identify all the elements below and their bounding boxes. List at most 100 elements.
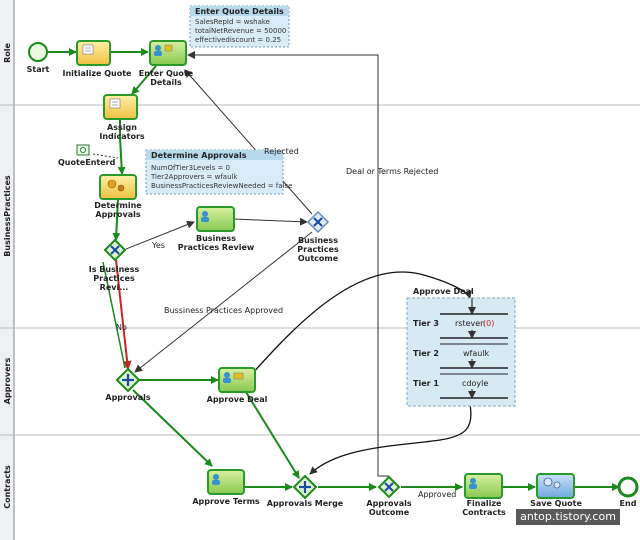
- tier-label: Tier 2: [413, 349, 439, 358]
- edge-label-yes: Yes: [151, 241, 165, 250]
- business-practices-outcome-gateway[interactable]: [306, 210, 330, 234]
- edge-label-bp-approved: Bussiness Practices Approved: [164, 306, 283, 315]
- user-icon: [155, 45, 161, 51]
- callout-title: Enter Quote Details: [195, 7, 284, 16]
- end-event[interactable]: [617, 476, 639, 498]
- business-practices-review-label: Practices Review: [178, 243, 255, 252]
- is-business-practices-review-gateway[interactable]: [103, 238, 127, 262]
- edge-enter-assign: [131, 65, 157, 95]
- callout-line: Tier2Approvers = wfaulk: [150, 173, 238, 181]
- business-practices-outcome-label: Practices: [297, 245, 339, 254]
- watermark: antop.tistory.com: [516, 509, 620, 525]
- finalize-contracts-label: Contracts: [462, 508, 506, 517]
- user-icon: [470, 478, 476, 484]
- end-label: End: [620, 499, 637, 508]
- start-event[interactable]: [28, 42, 48, 62]
- edge-label-rejected: Rejected: [264, 147, 299, 156]
- business-practices-outcome-label: Business: [298, 236, 338, 245]
- gear-icon: [543, 477, 553, 487]
- determine-approvals-callout: Determine Approvals NumOfTier3Levels = 0…: [145, 149, 292, 195]
- approve-deal-panel: Approve Deal Tier 3 Tier 2 Tier 1 rsteve…: [406, 287, 516, 407]
- callout-line: effectivediscount = 0.25: [195, 36, 281, 44]
- approvals-merge-gateway[interactable]: [292, 474, 318, 500]
- user-icon: [213, 474, 219, 480]
- edge-no-shadow: [102, 261, 126, 369]
- enter-quote-details-task[interactable]: [149, 40, 187, 66]
- save-quote-label: Save Quote: [530, 499, 582, 508]
- initialize-quote-label: Initialize Quote: [63, 69, 133, 78]
- edge-approvals-terms: [132, 389, 213, 467]
- callout-line: SalesRepId = wshake: [195, 18, 270, 26]
- business-practices-review-label: Business: [196, 234, 236, 243]
- is-business-label: Is Business: [89, 265, 140, 274]
- determine-approvals-label: Determine: [94, 201, 142, 210]
- user-icon: [224, 372, 230, 378]
- edge-label-approved: Approved: [418, 490, 456, 499]
- approvals-outcome-label: Outcome: [369, 508, 410, 517]
- edge-deal-expand: [251, 271, 472, 375]
- camera-icon: [76, 144, 90, 156]
- business-practices-outcome-label: Outcome: [298, 254, 339, 263]
- lane-business-practices: BusinessPractices: [3, 175, 12, 257]
- assign-indicators-label: Indicators: [99, 132, 145, 141]
- panel-title: Approve Deal: [413, 287, 474, 296]
- edge-assign-determine: [117, 118, 126, 175]
- callout-title: Determine Approvals: [151, 151, 247, 160]
- edge-no: [115, 259, 132, 370]
- edge-rejected: [184, 69, 313, 215]
- connectors: [47, 48, 620, 491]
- tier-approver: cdoyle: [462, 379, 488, 388]
- edge-deal-terms-rejected: [187, 51, 389, 477]
- approve-terms-label: Approve Terms: [192, 497, 260, 506]
- tier-approver: wfaulk: [463, 349, 490, 358]
- lane-contracts: Contracts: [3, 465, 12, 509]
- approvals-label: Approvals: [105, 393, 150, 402]
- finalize-contracts-task[interactable]: [464, 473, 503, 499]
- enter-quote-details-label: Details: [150, 78, 182, 87]
- quote-enterd-label: QuoteEnterd: [58, 158, 116, 167]
- approvals-merge-label: Approvals Merge: [267, 499, 344, 508]
- is-business-label: Practices: [93, 274, 135, 283]
- script-icon: [82, 44, 94, 55]
- tier-approver: rsteven: [455, 319, 485, 328]
- business-practices-review-task[interactable]: [196, 206, 235, 232]
- enter-quote-details-callout: Enter Quote Details SalesRepId = wshake …: [189, 5, 290, 48]
- is-business-label: Revi...: [100, 283, 129, 292]
- lane-approvers: Approvers: [3, 358, 12, 405]
- save-quote-task[interactable]: [536, 473, 575, 499]
- edge-determine-gateway: [112, 198, 121, 241]
- start-label: Start: [27, 65, 50, 74]
- edge-expand-merge: [309, 403, 472, 475]
- lane-role: Role: [3, 43, 12, 63]
- determine-approvals-label: Approvals: [95, 210, 140, 219]
- user-icon: [202, 211, 208, 217]
- assign-indicators-label: Assign: [107, 123, 137, 132]
- approvals-outcome-label: Approvals: [366, 499, 411, 508]
- quote-enterd-data-object[interactable]: [76, 144, 90, 156]
- edge-deal-merge: [245, 391, 300, 479]
- approve-deal-task[interactable]: [218, 367, 256, 393]
- approve-deal-label: Approve Deal: [207, 395, 268, 404]
- tier-label: Tier 3: [413, 319, 439, 328]
- initialize-quote-task[interactable]: [76, 40, 111, 66]
- edge-quote-enterd: [92, 153, 119, 159]
- tier-label: Tier 1: [413, 379, 439, 388]
- callout-line: NumOfTier3Levels = 0: [151, 164, 230, 172]
- finalize-contracts-label: Finalize: [467, 499, 502, 508]
- tier-count: (0): [483, 319, 494, 328]
- approve-terms-task[interactable]: [207, 469, 245, 495]
- callout-line: totalNetRevenue = 50000: [195, 27, 286, 35]
- approvals-gateway[interactable]: [115, 367, 141, 393]
- gear-icon: [107, 179, 117, 189]
- edge-label-deal-terms-rejected: Deal or Terms Rejected: [346, 167, 438, 176]
- edge-bp-approved: [134, 231, 313, 373]
- assign-indicators-task[interactable]: [103, 94, 138, 120]
- determine-approvals-task[interactable]: [99, 174, 137, 200]
- edge-yes: [125, 220, 195, 250]
- script-icon: [109, 98, 121, 109]
- approvals-outcome-gateway[interactable]: [377, 475, 401, 499]
- enter-quote-details-label: Enter Quote: [139, 69, 194, 78]
- edge-label-no: No: [116, 323, 127, 332]
